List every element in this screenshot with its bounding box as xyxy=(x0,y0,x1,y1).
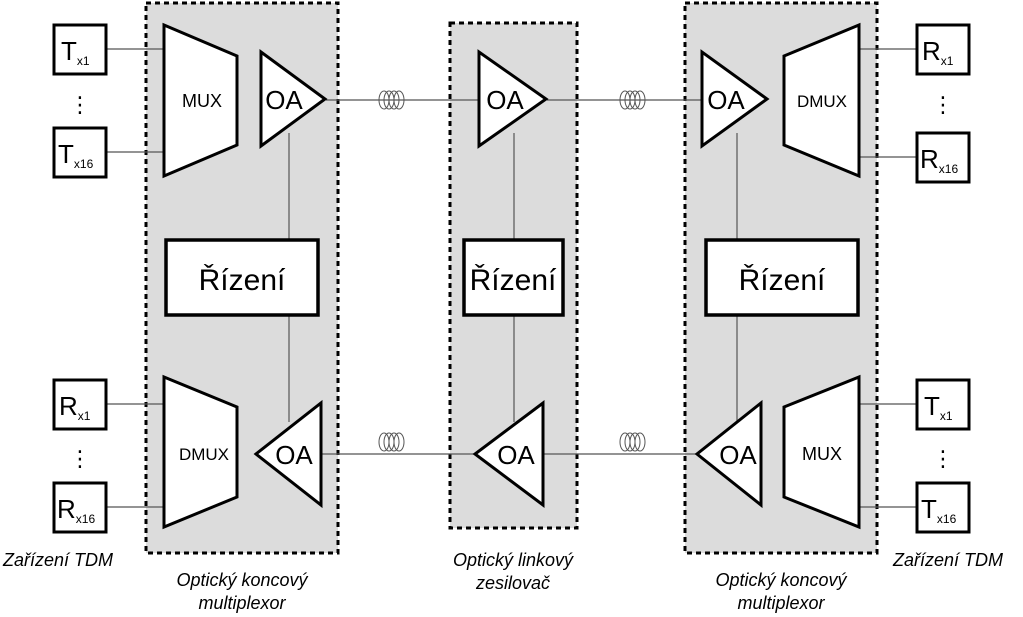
left-dmux-label: DMUX xyxy=(179,445,229,464)
right-top-amplifier xyxy=(700,49,770,149)
svg-text:Tx16: Tx16 xyxy=(921,494,957,526)
mid-top-amplifier-label: OA xyxy=(486,85,524,115)
right-control-label: Řízení xyxy=(739,264,826,297)
left-tdm-caption: Zařízení TDM xyxy=(2,550,113,570)
fiber-coil-icon xyxy=(619,90,646,110)
left-top-amplifier-label: OA xyxy=(265,85,303,115)
right-dmux-block xyxy=(782,22,861,179)
right-tx1-device: Tx1 xyxy=(915,378,971,431)
right-rx1-device: Rx1 xyxy=(915,23,971,76)
right-mux-label: MUX xyxy=(802,444,842,464)
right-tdm-caption: Zařízení TDM xyxy=(892,550,1003,570)
right-control-box xyxy=(704,238,860,317)
left-mux-block xyxy=(162,22,239,179)
mid-control-box xyxy=(462,238,565,317)
right-bottom-amplifier-label: OA xyxy=(719,440,757,470)
amplifier-caption-line1: Optický linkový xyxy=(453,550,574,570)
right-top-amplifier-label: OA xyxy=(707,85,745,115)
right-tx16-device: Tx16 xyxy=(915,481,971,534)
right-bottom-amplifier xyxy=(694,399,763,509)
left-top-ellipsis: ⋮ xyxy=(69,92,91,117)
left-terminal-caption-line1: Optický koncový xyxy=(176,570,308,590)
svg-text:Tx1: Tx1 xyxy=(61,36,90,68)
svg-text:Rx1: Rx1 xyxy=(59,391,91,423)
svg-text:Rx16: Rx16 xyxy=(57,494,95,526)
mid-top-amplifier xyxy=(477,49,549,149)
left-tx1-device: Tx1 xyxy=(52,23,108,76)
right-terminal-caption-line2: multiplexor xyxy=(737,593,825,613)
left-terminal-caption-line2: multiplexor xyxy=(198,593,286,613)
left-dmux-block xyxy=(162,374,239,530)
svg-text:Tx16: Tx16 xyxy=(58,139,94,171)
connection-lines xyxy=(106,48,917,508)
left-control-label: Řízení xyxy=(199,264,286,297)
mid-bottom-amplifier-label: OA xyxy=(497,440,535,470)
fiber-coil-icon xyxy=(378,90,405,110)
left-control-box xyxy=(164,238,320,317)
left-tx16-device: Tx16 xyxy=(52,126,108,179)
left-bottom-ellipsis: ⋮ xyxy=(69,446,91,471)
svg-text:Rx16: Rx16 xyxy=(920,144,958,176)
svg-text:Rx1: Rx1 xyxy=(922,36,954,68)
left-rx16-device: Rx16 xyxy=(52,481,108,534)
right-rx16-device: Rx16 xyxy=(915,131,971,184)
fiber-coil-icon xyxy=(378,432,405,452)
left-bottom-amplifier-label: OA xyxy=(275,440,313,470)
mid-bottom-amplifier xyxy=(472,400,545,508)
mid-control-label: Řízení xyxy=(470,264,557,297)
left-mux-label: MUX xyxy=(182,91,222,111)
left-top-amplifier xyxy=(259,49,328,149)
svg-text:Tx1: Tx1 xyxy=(924,391,953,423)
right-mux-block xyxy=(782,374,861,530)
left-rx1-device: Rx1 xyxy=(52,378,108,431)
fiber-coil-icon xyxy=(619,432,646,452)
right-top-ellipsis: ⋮ xyxy=(932,92,954,117)
right-dmux-label: DMUX xyxy=(797,92,847,111)
right-terminal-caption-line1: Optický koncový xyxy=(715,570,847,590)
amplifier-caption-line2: zesilovač xyxy=(475,573,550,593)
right-bottom-ellipsis: ⋮ xyxy=(932,446,954,471)
left-bottom-amplifier xyxy=(253,399,323,509)
